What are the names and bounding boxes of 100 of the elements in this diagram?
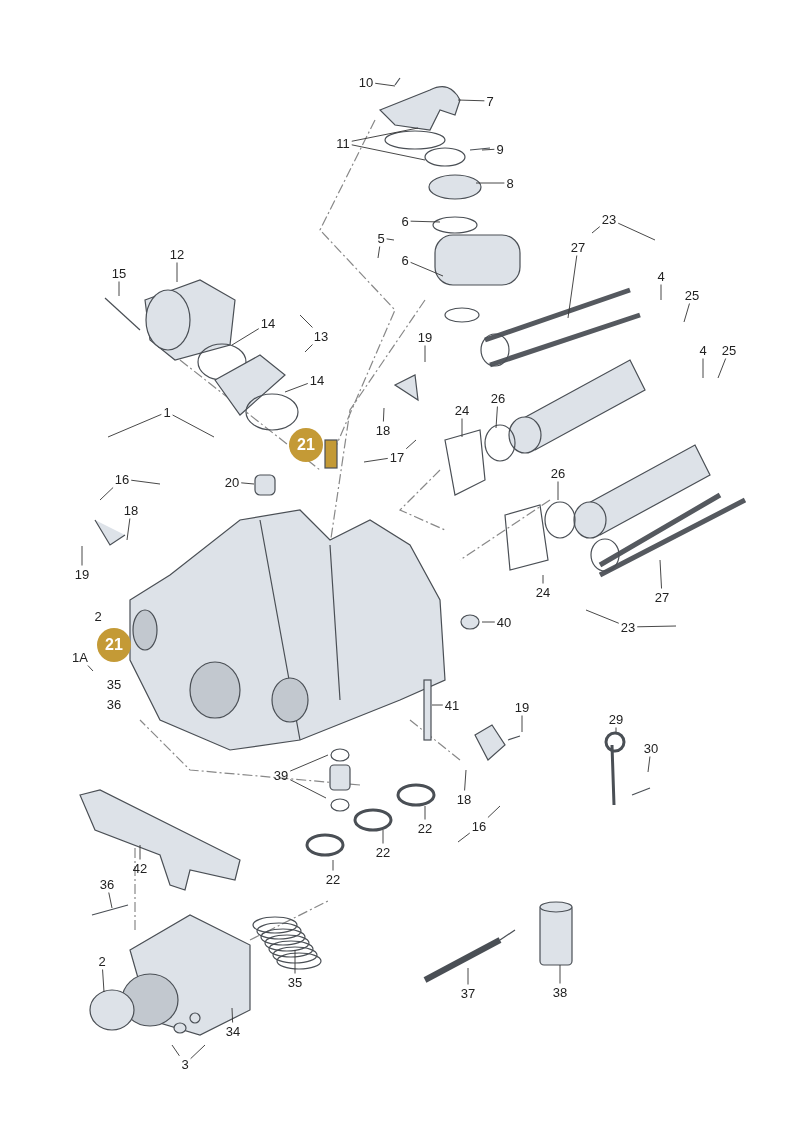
callout-number: 40	[495, 614, 513, 630]
callout-number: 14	[259, 315, 277, 331]
callout-number: 24	[453, 402, 471, 418]
callout-number: 19	[73, 566, 91, 582]
leader-line	[717, 358, 727, 379]
leader-line	[424, 805, 426, 820]
callout-number: 18	[122, 502, 140, 518]
callout-number: 36	[98, 876, 116, 892]
callout-number: 20	[223, 474, 241, 490]
leader-line	[467, 967, 469, 985]
callout-number: 6	[400, 252, 410, 268]
leader-line	[231, 328, 260, 346]
callout-number: 25	[683, 287, 701, 303]
leader-line	[299, 314, 313, 328]
callout-number: 34	[224, 1023, 242, 1039]
leader-line	[108, 892, 113, 909]
callout-number: 16	[113, 471, 131, 487]
callout-number: 36	[106, 696, 122, 712]
leader-line	[683, 303, 690, 323]
leader-line	[139, 844, 141, 860]
callout-number: 4	[698, 342, 708, 358]
leader-line	[702, 358, 704, 379]
leader-line	[176, 262, 178, 283]
leader-line	[410, 220, 441, 223]
callout-number: 16	[470, 818, 488, 834]
callout-number: 1	[162, 404, 172, 420]
callout-number: 30	[642, 740, 660, 756]
callout-number: 19	[513, 699, 531, 715]
callout-number: 14	[308, 372, 326, 388]
leader-line	[190, 1044, 206, 1060]
leader-line	[231, 1007, 234, 1023]
callout-number: 4	[656, 268, 666, 284]
callout-number: 3	[180, 1056, 190, 1072]
leader-line	[481, 148, 495, 151]
callout-number: 7	[485, 93, 495, 109]
leader-line	[636, 625, 677, 628]
leader-line	[495, 406, 498, 429]
callout-number: 25	[720, 342, 738, 358]
callout-number: 26	[489, 390, 507, 406]
callout-number: 35	[286, 974, 304, 990]
callout-number: 18	[455, 791, 473, 807]
callout-number: 38	[551, 984, 569, 1000]
leader-line	[405, 439, 417, 450]
leader-line	[171, 1044, 180, 1057]
callout-number: 41	[443, 697, 461, 713]
callout-number: 37	[459, 985, 477, 1001]
callout-number: 27	[569, 239, 587, 255]
callout-number: 27	[653, 589, 671, 605]
leader-line	[126, 518, 131, 541]
callout-number: 2	[94, 608, 102, 624]
leader-line	[81, 545, 83, 566]
leader-line	[567, 255, 578, 319]
callout-number: 35	[106, 676, 122, 692]
leader-line	[557, 481, 559, 501]
highlighted-callout-number: 21	[289, 428, 323, 462]
leader-line	[374, 82, 396, 87]
leader-line	[464, 769, 467, 791]
callout-number: 12	[168, 246, 186, 262]
leader-line	[660, 284, 662, 301]
callout-number: 19	[416, 329, 434, 345]
callout-number: 15	[110, 265, 128, 281]
callout-number: 17	[388, 449, 406, 465]
leader-line	[659, 559, 662, 589]
leader-line	[284, 383, 309, 393]
callout-number: 1A	[71, 649, 89, 665]
leader-line	[410, 261, 444, 277]
callout-number: 42	[131, 860, 149, 876]
leader-line	[363, 457, 389, 463]
leader-line	[382, 407, 385, 422]
leader-line	[461, 418, 463, 438]
callout-number: 18	[374, 422, 392, 438]
leader-line	[377, 246, 381, 259]
leader-line	[431, 704, 444, 706]
callout-number: 2	[97, 953, 107, 969]
leader-line	[542, 574, 544, 584]
callout-number: 23	[600, 211, 618, 227]
leader-line	[481, 621, 496, 623]
callout-number: 11	[335, 135, 351, 151]
callout-number: 13	[312, 328, 330, 344]
leader-line	[521, 715, 523, 733]
leader-line	[289, 754, 329, 772]
callout-number: 24	[534, 584, 552, 600]
leader-line	[647, 756, 651, 773]
leader-line	[118, 281, 120, 297]
leader-line	[304, 344, 313, 353]
leader-line	[424, 345, 426, 363]
leader-line	[585, 609, 620, 624]
callout-number: 26	[549, 465, 567, 481]
callout-number: 8	[505, 175, 515, 191]
leader-line	[294, 949, 296, 974]
callout-number: 29	[607, 711, 625, 727]
leader-line	[475, 182, 505, 184]
leader-line	[487, 805, 501, 818]
callout-number: 22	[374, 844, 392, 860]
leader-line	[351, 144, 426, 161]
leader-line	[99, 487, 114, 501]
leader-line	[457, 99, 485, 102]
leader-line	[386, 238, 395, 241]
leader-line	[615, 727, 617, 733]
leader-line	[559, 964, 561, 984]
